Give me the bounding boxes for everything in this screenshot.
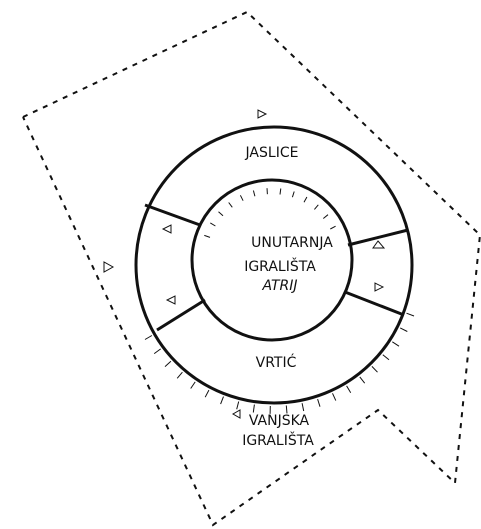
outer-tick xyxy=(252,404,255,413)
triangle-marker-top xyxy=(257,109,268,119)
inner-circle xyxy=(190,178,354,342)
label-jaslice: JASLICE xyxy=(245,145,299,161)
triangle-marker-right-lower xyxy=(374,282,385,292)
outer-tick xyxy=(236,401,240,410)
label-vanjska-igralista: IGRALIŠTA xyxy=(242,431,314,449)
outer-tick xyxy=(332,393,337,401)
partition-wall-lower-right xyxy=(344,290,405,317)
outer-tick xyxy=(392,341,400,347)
inner-tick xyxy=(210,222,216,227)
outer-tick xyxy=(285,405,288,414)
inner-tick xyxy=(252,190,256,197)
inner-tick xyxy=(204,234,211,238)
triangle-marker-site xyxy=(103,261,115,273)
label-unutarnja: UNUTARNJA xyxy=(251,235,333,251)
inner-tick-marks xyxy=(204,188,336,238)
label-vanjska: VANJSKA xyxy=(249,413,310,429)
outer-tick xyxy=(399,327,408,332)
outer-tick xyxy=(346,385,352,393)
inner-tick xyxy=(303,196,308,203)
inner-tick xyxy=(314,204,319,210)
triangle-marker-left-upper xyxy=(161,224,172,234)
outer-tick xyxy=(371,366,378,373)
inner-tick xyxy=(228,202,233,208)
label-vrtic: VRTIĆ xyxy=(256,353,297,371)
label-atrij: ATRIJ xyxy=(261,278,297,294)
inner-tick xyxy=(330,225,336,230)
inner-tick xyxy=(218,211,224,217)
outer-tick xyxy=(144,335,153,340)
site-boundary xyxy=(22,10,481,527)
outer-tick xyxy=(190,381,196,389)
triangle-marker-bottom xyxy=(231,409,241,419)
outer-tick xyxy=(317,398,321,407)
outer-tick xyxy=(359,376,366,384)
outer-tick-marks xyxy=(144,312,415,414)
inner-tick xyxy=(279,188,282,195)
outer-ring xyxy=(134,125,414,405)
inner-tick xyxy=(291,191,295,198)
triangle-marker-right-upper xyxy=(372,240,386,249)
partition-wall-upper-right xyxy=(347,228,409,247)
inner-tick xyxy=(322,214,329,219)
triangle-marker-left-lower xyxy=(165,295,176,305)
outer-tick xyxy=(164,360,172,367)
inner-tick xyxy=(239,195,244,201)
outer-tick xyxy=(176,371,183,379)
label-unutarnja-igralista: IGRALIŠTA xyxy=(244,257,316,275)
outer-tick xyxy=(301,403,305,412)
partition-wall-lower-left xyxy=(156,298,206,332)
outer-tick xyxy=(406,312,415,317)
outer-tick xyxy=(220,396,224,405)
outer-tick xyxy=(382,354,390,361)
outer-tick xyxy=(153,348,161,355)
outer-tick xyxy=(204,389,210,398)
direction-markers xyxy=(103,109,386,419)
partition-wall-upper-left xyxy=(144,203,201,227)
